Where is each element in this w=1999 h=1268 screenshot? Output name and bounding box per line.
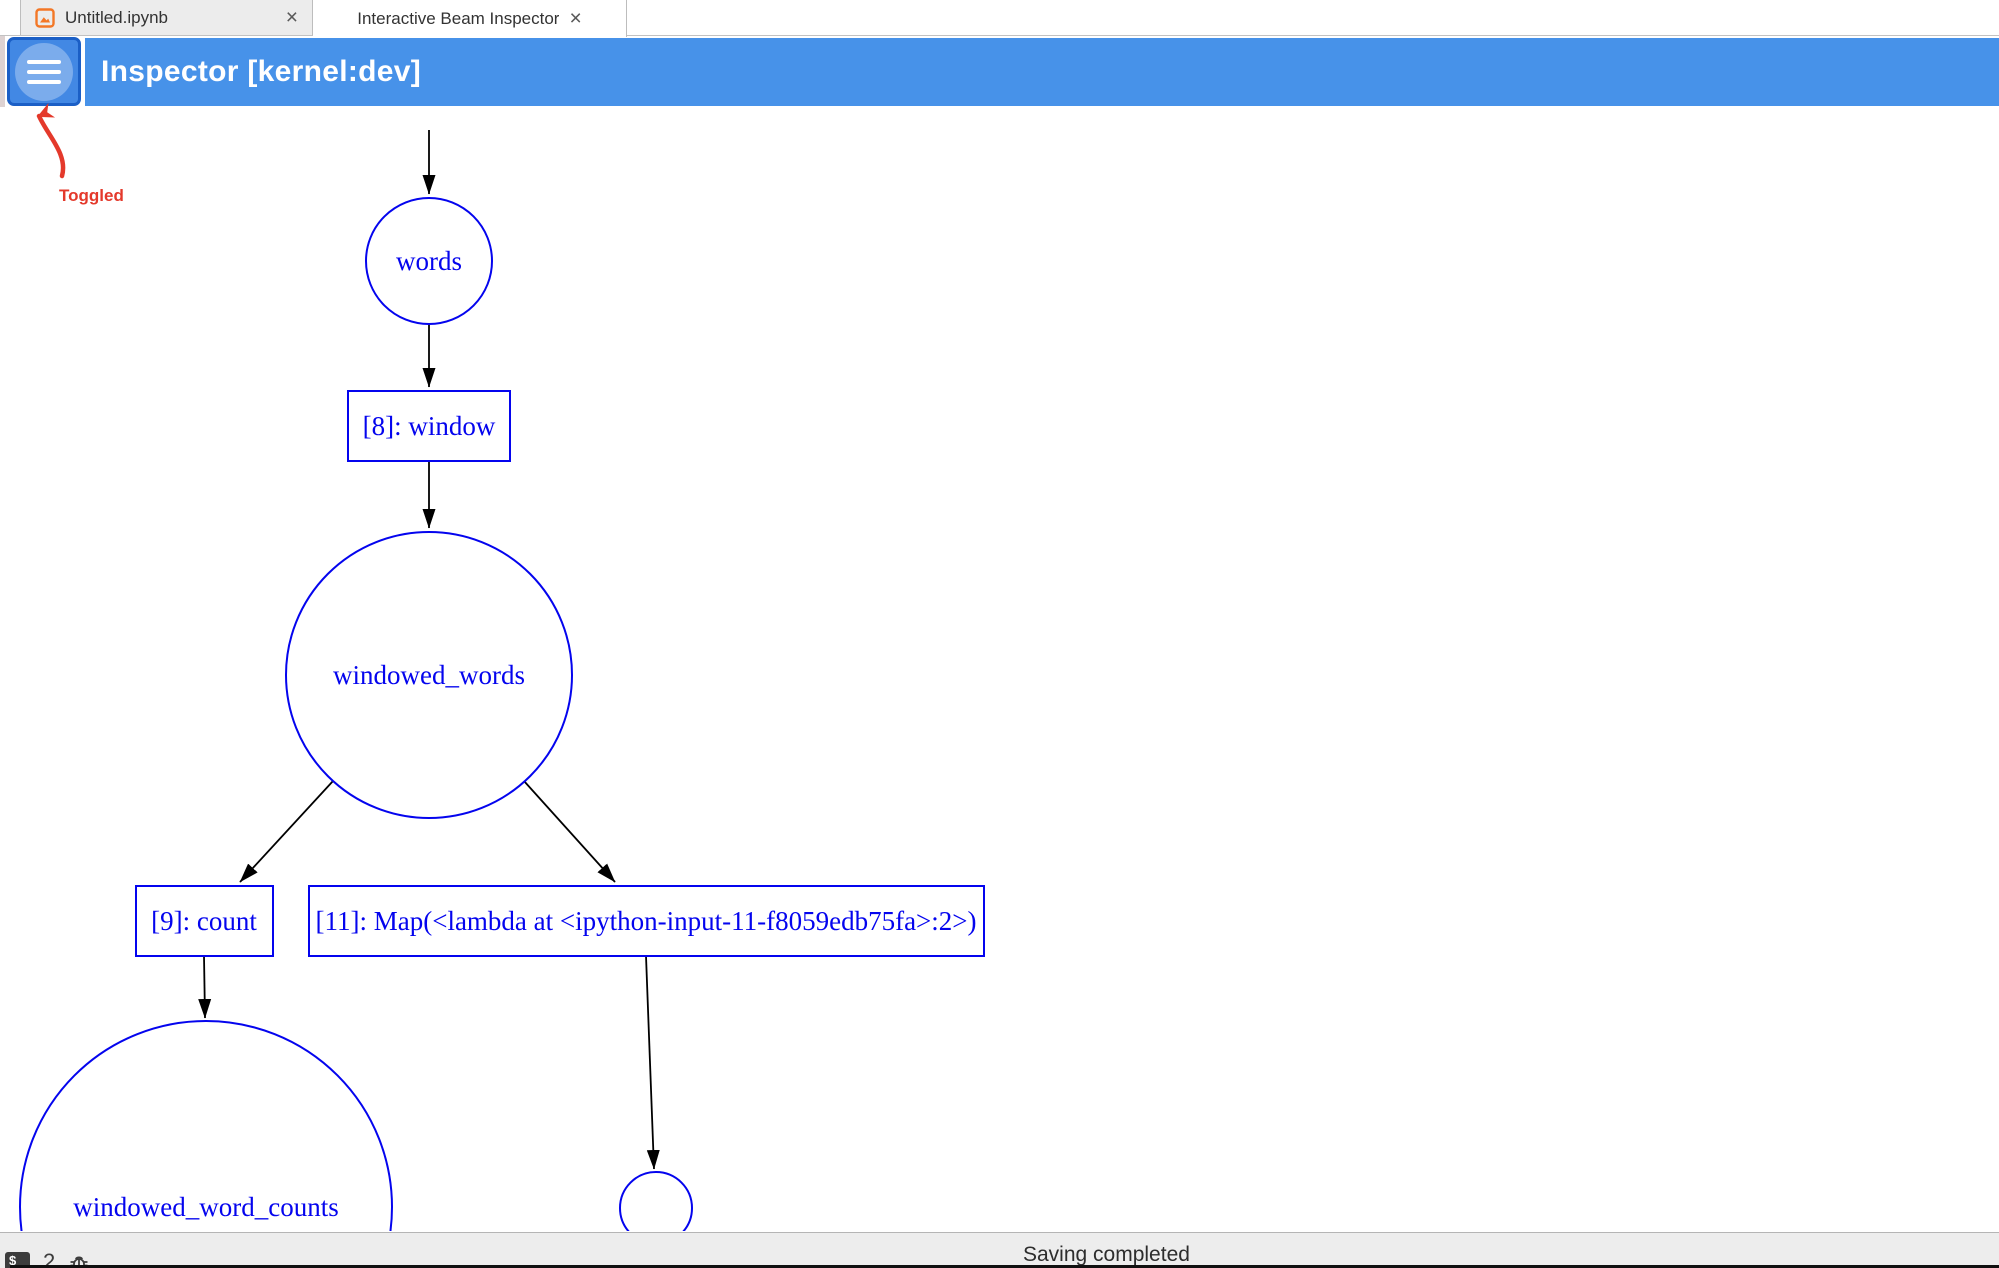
tab-close-icon[interactable]: × [285, 6, 298, 29]
node-pcollection-anonymous[interactable] [619, 1171, 693, 1231]
kernel-count[interactable]: 2 [43, 1249, 56, 1268]
tab-untitled-ipynb[interactable]: Untitled.ipynb × [20, 0, 313, 35]
node-label: windowed_words [333, 660, 525, 690]
window-left-edge [0, 0, 5, 107]
page-title: Inspector [kernel:dev] [101, 55, 422, 88]
status-bar: $ 2 Saving completed [0, 1232, 1999, 1268]
toggled-label: Toggled [59, 186, 124, 205]
node-label: words [396, 246, 462, 276]
edge-count-to-windowed-word-counts [198, 955, 212, 1019]
menu-toggle-button[interactable] [7, 37, 81, 106]
node-transform-window[interactable] [347, 390, 511, 462]
terminal-icon[interactable]: $ [5, 1252, 30, 1268]
node-pcollection-words[interactable] [365, 197, 493, 325]
node-transform-map-lambda[interactable] [308, 885, 985, 957]
edge-windowed-words-to-map [523, 780, 616, 883]
node-label: [8]: window [363, 411, 496, 441]
pipeline-graph: words [8]: window windowed_words [9]: co… [19, 130, 985, 1231]
edge-map-to-anonymous [645, 955, 660, 1170]
node-pcollection-windowed-word-counts[interactable] [19, 1020, 393, 1231]
node-transform-count[interactable] [135, 885, 274, 957]
hamburger-menu-icon [27, 59, 61, 84]
tab-interactive-beam-inspector[interactable]: Interactive Beam Inspector × [313, 0, 627, 37]
window-bottom-edge [10, 1265, 1999, 1268]
status-message: Saving completed [1023, 1243, 1190, 1266]
tab-close-icon[interactable]: × [569, 7, 582, 30]
node-label: [11]: Map(<lambda at <ipython-input-11-f… [316, 906, 977, 936]
notebook-icon [35, 7, 55, 28]
node-label: [9]: count [151, 906, 257, 936]
tab-label: Interactive Beam Inspector [357, 8, 560, 28]
edge-windowed-words-to-count [239, 780, 334, 883]
node-pcollection-windowed-words[interactable] [285, 531, 573, 819]
tab-bar: Untitled.ipynb × Interactive Beam Inspec… [0, 0, 1999, 37]
inspector-header: Inspector [kernel:dev] [85, 38, 1999, 106]
node-label: windowed_word_counts [73, 1192, 338, 1222]
tab-label: Untitled.ipynb [65, 7, 169, 27]
